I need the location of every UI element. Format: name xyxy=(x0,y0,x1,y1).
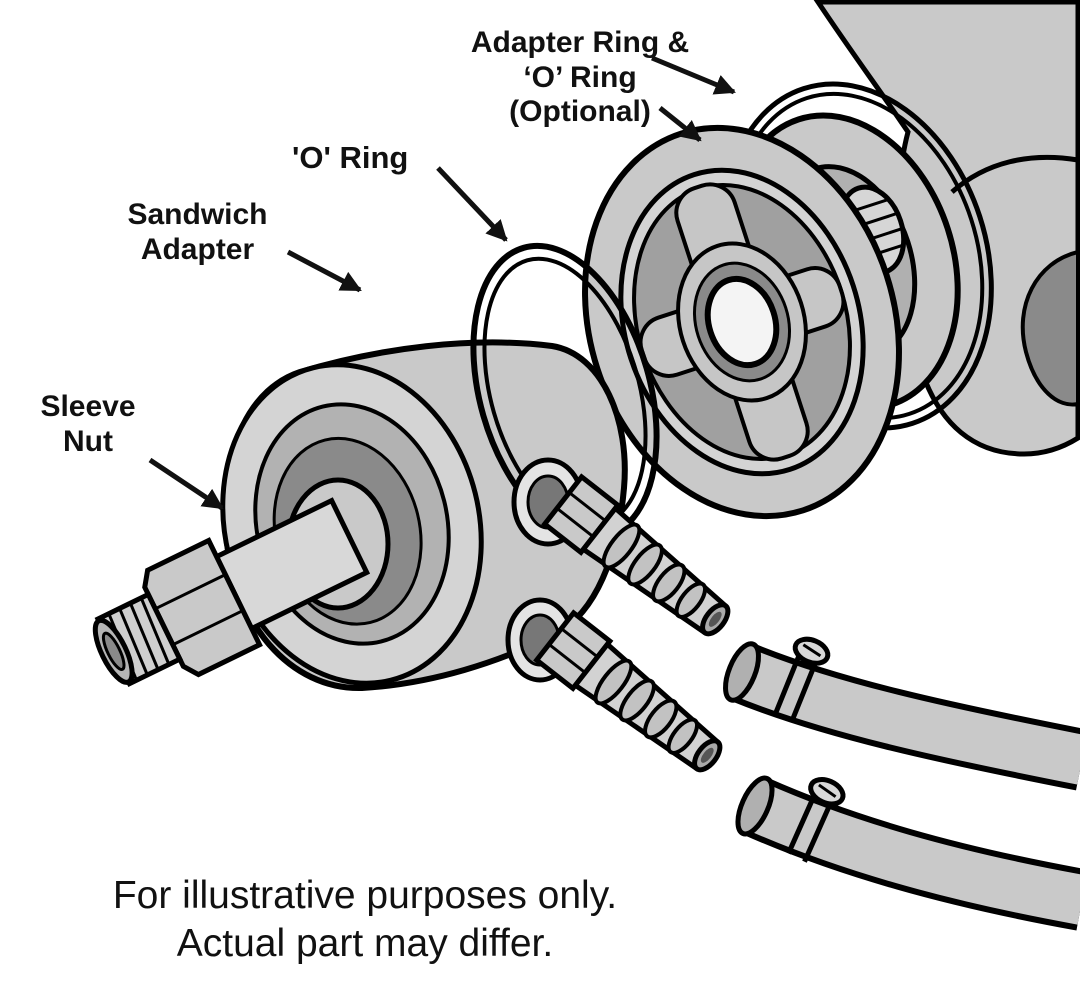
annotation-arrows xyxy=(148,55,736,511)
hose-clamp-lower xyxy=(786,777,846,863)
label-o-ring: 'O' Ring xyxy=(292,140,409,175)
adapter-ring-arrow-1 xyxy=(651,55,736,95)
disclaimer-caption: For illustrative purposes only. Actual p… xyxy=(112,874,618,965)
hose-clamp-upper xyxy=(772,636,831,723)
label-sleeve-nut: Sleeve Nut xyxy=(40,390,136,458)
o-ring-arrow xyxy=(436,166,508,242)
hose-barb-fitting-lower xyxy=(533,609,723,773)
adapter-ring-arrow-2 xyxy=(658,106,702,142)
hose-barb-fitting-upper xyxy=(541,473,731,637)
label-sandwich-adapter: Sandwich Adapter xyxy=(127,198,268,266)
filter-mount xyxy=(582,124,902,520)
sleeve-nut xyxy=(92,497,371,688)
hoses xyxy=(723,636,1080,931)
sandwich-adapter-arrow xyxy=(286,249,362,293)
label-adapter-ring: Adapter Ring & ‘O’ Ring (Optional) xyxy=(470,26,690,128)
sleeve-nut-arrow xyxy=(148,457,224,511)
